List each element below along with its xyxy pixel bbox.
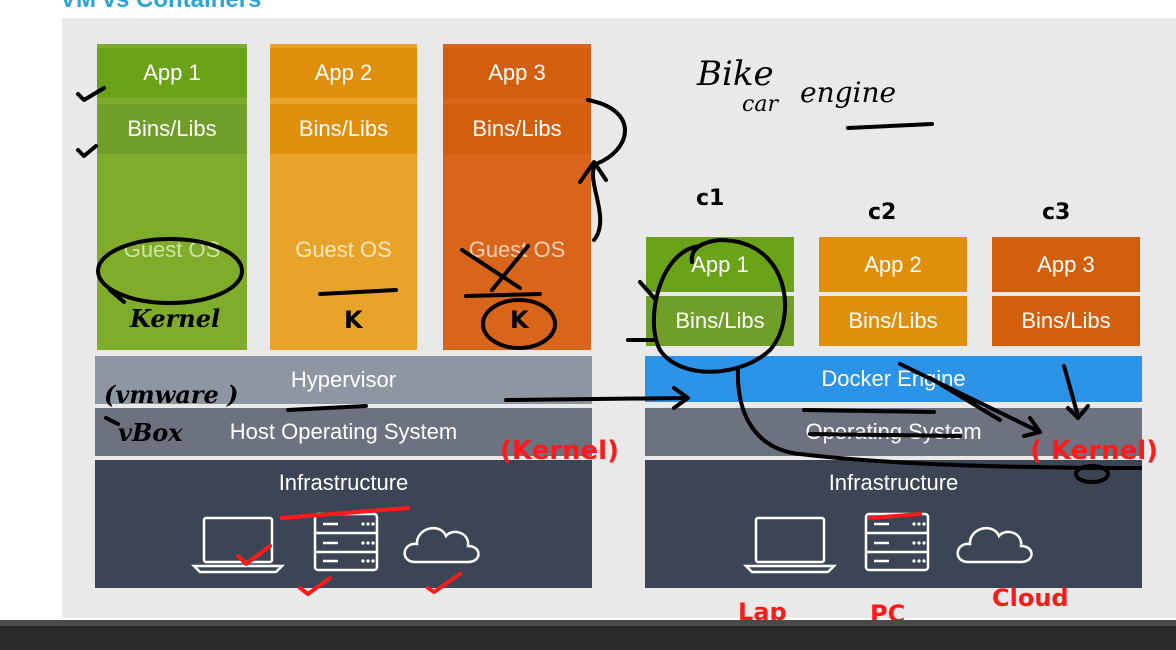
annotation-kernel-red-container: ( Kernel) — [1030, 436, 1159, 466]
annotation-engine: engine — [800, 76, 897, 109]
vm-app3-libs: Bins/Libs — [443, 104, 591, 154]
vm-infrastructure-label: Infrastructure — [278, 470, 409, 495]
container-app3-block: App 3 — [992, 237, 1140, 292]
annotation-c3: c3 — [1042, 200, 1071, 225]
container-app3-libs: Bins/Libs — [992, 296, 1140, 346]
docker-engine-layer: Docker Engine — [645, 356, 1142, 402]
container-app1-libs: Bins/Libs — [646, 296, 794, 346]
vm-app1-libs: Bins/Libs — [97, 104, 247, 154]
video-player-bar — [0, 620, 1176, 650]
annotation-k2: K — [344, 306, 363, 334]
vm-app1-block: App 1 — [97, 48, 247, 98]
annotation-c2: c2 — [868, 200, 897, 225]
vm-app3-block: App 3 — [443, 48, 591, 98]
vm-app2-block: App 2 — [270, 48, 417, 98]
annotation-kernel-red-vm: (Kernel) — [500, 436, 619, 466]
vm-app3-guest-os: Guest OS — [468, 237, 566, 262]
host-os-layer: Host Operating System — [95, 408, 592, 456]
container-app2-libs: Bins/Libs — [819, 296, 967, 346]
vm-app2-libs: Bins/Libs — [270, 104, 417, 154]
container-app1-block: App 1 — [646, 237, 794, 292]
player-progress-track[interactable] — [0, 620, 1176, 626]
slide-title: VM vs Containers — [60, 0, 261, 14]
annotation-vmware: (vmware ) — [104, 380, 239, 409]
annotation-c1: c1 — [696, 186, 725, 211]
vm-app2-guest-os: Guest OS — [295, 237, 392, 262]
annotation-cloud: Cloud — [992, 584, 1069, 612]
annotation-car: car — [742, 92, 778, 117]
annotation-vbox: vBox — [118, 418, 183, 447]
annotation-k3: K — [510, 306, 529, 334]
container-infrastructure-label: Infrastructure — [828, 470, 959, 495]
vm-app1-guest-os: Guest OS — [123, 237, 221, 262]
annotation-bike: Bike — [697, 54, 774, 94]
container-app2-block: App 2 — [819, 237, 967, 292]
annotation-kernel-vm: Kernel — [130, 304, 221, 333]
